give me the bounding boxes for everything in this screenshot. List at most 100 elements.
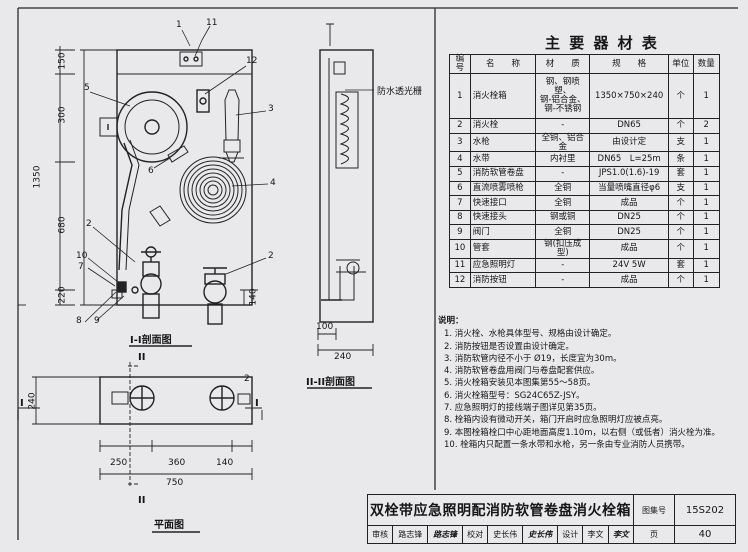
note-item: 6. 消火栓箱型号：SG24C65Z-JSY。 bbox=[444, 390, 585, 401]
notes-title: 说明： bbox=[438, 316, 464, 326]
reviewer-signature: 路志锋 bbox=[427, 525, 464, 544]
header-cell: 单位 bbox=[668, 54, 694, 74]
callout-8: 8 bbox=[76, 316, 82, 326]
window-strip bbox=[179, 51, 203, 67]
hydrant-valve-right bbox=[203, 267, 227, 325]
materials-cell: 套 bbox=[668, 166, 694, 182]
dim-s2-100: 100 bbox=[316, 322, 334, 332]
callout-6: 6 bbox=[148, 166, 154, 176]
materials-cell: - bbox=[535, 166, 591, 182]
checker-signature: 史长伟 bbox=[522, 525, 559, 544]
materials-cell: 内衬里 bbox=[535, 151, 591, 168]
drawing-title: 双栓带应急照明配消防软管卷盘消火栓箱 bbox=[367, 493, 634, 527]
leader-lines bbox=[84, 25, 269, 323]
materials-cell: DN25 bbox=[589, 209, 669, 226]
header-cell: 编号 bbox=[449, 54, 471, 74]
window-annotation: 防水透光栅 bbox=[377, 87, 423, 97]
materials-cell: 8 bbox=[449, 209, 471, 226]
materials-cell: 5 bbox=[449, 166, 471, 182]
materials-header-row: 编号 名 称 材 质 规 格 单位 数量 bbox=[449, 54, 721, 74]
section-1-drawing bbox=[99, 49, 253, 325]
header-cell: 材 质 bbox=[535, 54, 591, 74]
dim-680: 680 bbox=[57, 216, 68, 234]
materials-cell: 1 bbox=[692, 151, 721, 168]
header-cell: 名 称 bbox=[469, 54, 537, 74]
note-item: 8. 栓箱内设有微动开关，箱门开启时应急照明灯应被点亮。 bbox=[444, 415, 668, 426]
materials-cell: 消火栓箱 bbox=[469, 73, 537, 119]
hydrant-valve-left bbox=[131, 246, 162, 319]
materials-title: 主 要 器 材 表 bbox=[545, 34, 659, 52]
dim-300: 300 bbox=[57, 106, 68, 124]
materials-cell: 由设计定 bbox=[589, 132, 669, 153]
materials-cell: 1 bbox=[692, 239, 721, 259]
dim-plan-240: 240 bbox=[27, 392, 38, 410]
callout-3: 3 bbox=[268, 104, 274, 114]
designer-name: 李文 bbox=[582, 525, 609, 544]
dim-s2-240: 240 bbox=[334, 352, 352, 362]
materials-cell: 快速接头 bbox=[469, 209, 537, 226]
callout-7: 7 bbox=[78, 262, 84, 272]
note-item: 10. 栓箱内只配置一条水带和水枪，另一条由专业消防人员携带。 bbox=[444, 439, 690, 450]
plan-dims bbox=[17, 362, 263, 488]
materials-cell: 个 bbox=[668, 73, 694, 119]
materials-cell: 1 bbox=[692, 272, 721, 289]
materials-cell: 2 bbox=[692, 118, 721, 134]
materials-cell: DN65 bbox=[589, 118, 669, 134]
materials-cell: JPS1.0(1.6)-19 bbox=[589, 166, 669, 182]
callout-1: 1 bbox=[176, 20, 182, 30]
materials-cell: 11 bbox=[449, 257, 471, 274]
materials-cell: 1 bbox=[449, 73, 471, 119]
callout-2c: 2 bbox=[244, 374, 250, 384]
materials-cell: 阀门 bbox=[469, 224, 537, 240]
materials-cell: 水枪 bbox=[469, 132, 537, 153]
materials-cell: 12 bbox=[449, 272, 471, 289]
materials-cell: 1 bbox=[692, 132, 721, 153]
materials-cell: 7 bbox=[449, 195, 471, 211]
title-block: 双栓带应急照明配消防软管卷盘消火栓箱 图集号 15S202 审核 路志锋 路志锋… bbox=[366, 493, 736, 544]
materials-cell: 水带 bbox=[469, 151, 537, 168]
materials-cell: - bbox=[535, 118, 591, 134]
callout-2a: 2 bbox=[86, 219, 92, 229]
atlas-number: 15S202 bbox=[674, 493, 736, 527]
dim-220: 220 bbox=[57, 286, 68, 304]
materials-cell: 直流喷雾喷枪 bbox=[469, 180, 537, 197]
callout-12: 12 bbox=[246, 56, 258, 66]
checker-name: 史长伟 bbox=[487, 525, 524, 544]
materials-cell: 消防软管卷盘 bbox=[469, 166, 537, 182]
materials-cell: 全铜 bbox=[535, 180, 591, 197]
header-cell: 数量 bbox=[692, 54, 721, 74]
materials-cell: 1 bbox=[692, 166, 721, 182]
callout-11: 11 bbox=[206, 18, 218, 28]
note-item: 5. 消火栓箱安装见本图集第55～58页。 bbox=[444, 378, 596, 389]
designer-signature: 李文 bbox=[607, 525, 635, 544]
note-item: 4. 消防软管卷盘用阀门与卷盘配套供应。 bbox=[444, 366, 600, 377]
materials-cell: 个 bbox=[668, 195, 694, 211]
materials-cell: 消防按钮 bbox=[469, 272, 537, 289]
review-label: 审核 bbox=[366, 525, 394, 544]
materials-cell: 个 bbox=[668, 209, 694, 226]
materials-cell: 条 bbox=[668, 151, 694, 168]
callout-4: 4 bbox=[270, 178, 276, 188]
materials-cell: DN65 L=25m bbox=[589, 151, 669, 168]
callout-9: 9 bbox=[94, 316, 100, 326]
materials-cell: 支 bbox=[668, 132, 694, 153]
dim-250: 250 bbox=[110, 458, 128, 468]
materials-cell: 当量喷嘴直径φ6 bbox=[589, 180, 669, 197]
materials-cell: 个 bbox=[668, 224, 694, 240]
dim-750: 750 bbox=[166, 478, 184, 488]
materials-cell: - bbox=[535, 272, 591, 289]
dim-150: 150 bbox=[57, 52, 68, 70]
section-2-drawing bbox=[319, 49, 374, 323]
notes-list: 1. 消火栓、水枪具体型号、规格由设计确定。2. 消防按钮是否设置由设计确定。3… bbox=[438, 328, 738, 451]
materials-cell: 4 bbox=[449, 151, 471, 168]
callout-2b: 2 bbox=[268, 251, 274, 261]
